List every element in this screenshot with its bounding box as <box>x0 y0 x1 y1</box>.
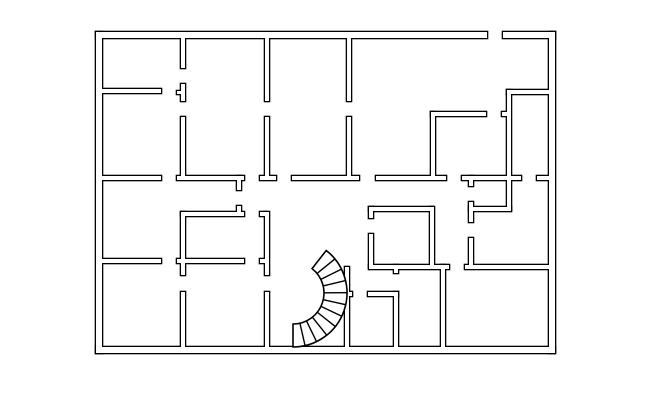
wall <box>369 207 373 218</box>
stair-tread <box>316 258 336 274</box>
wall <box>181 38 185 68</box>
wall <box>237 176 241 190</box>
wall <box>465 265 549 269</box>
wall <box>347 117 351 177</box>
wall <box>369 265 449 269</box>
stair-tread <box>316 311 336 328</box>
stair-tread <box>311 316 328 336</box>
wall <box>265 38 269 101</box>
wall <box>260 176 276 180</box>
wall <box>431 112 486 116</box>
stair-tread <box>320 268 342 280</box>
curved-staircase <box>292 249 348 348</box>
wall <box>260 212 266 216</box>
wall <box>376 176 446 180</box>
wall <box>102 176 161 180</box>
wall <box>260 259 266 263</box>
wall <box>96 32 102 353</box>
wall <box>181 212 185 275</box>
wall <box>177 91 182 94</box>
stair-tread <box>299 323 306 346</box>
wall <box>265 212 269 275</box>
wall <box>503 32 555 38</box>
wall <box>469 238 473 267</box>
wall <box>369 234 373 267</box>
wall <box>345 267 349 347</box>
wall <box>347 38 351 101</box>
wall <box>507 90 549 94</box>
wall <box>549 32 555 353</box>
wall <box>502 112 508 116</box>
wall <box>237 206 241 214</box>
wall <box>507 90 511 210</box>
staircase-outline <box>292 249 348 348</box>
wall <box>177 259 244 263</box>
wall <box>265 292 269 347</box>
wall <box>96 32 487 38</box>
stair-tread <box>323 279 346 287</box>
wall <box>181 117 185 177</box>
wall <box>469 207 511 211</box>
wall <box>441 265 445 347</box>
stair-tread <box>323 299 346 306</box>
wall <box>102 89 161 93</box>
wall <box>368 292 398 296</box>
wall <box>469 202 473 222</box>
stair-tread <box>305 320 318 342</box>
wall <box>177 176 244 180</box>
wall <box>292 176 359 180</box>
wall <box>369 207 433 211</box>
wall <box>181 292 185 347</box>
wall <box>469 176 473 186</box>
wall <box>394 292 398 347</box>
wall <box>181 84 185 101</box>
wall <box>462 176 521 180</box>
wall-fills <box>96 32 555 353</box>
wall <box>102 259 161 263</box>
wall <box>394 265 398 273</box>
wall <box>181 212 244 216</box>
stair-tread <box>320 305 343 317</box>
wall <box>265 117 269 177</box>
wall <box>96 347 555 353</box>
wall <box>431 112 435 178</box>
wall <box>349 292 352 296</box>
wall <box>537 176 549 180</box>
wall <box>430 207 434 267</box>
